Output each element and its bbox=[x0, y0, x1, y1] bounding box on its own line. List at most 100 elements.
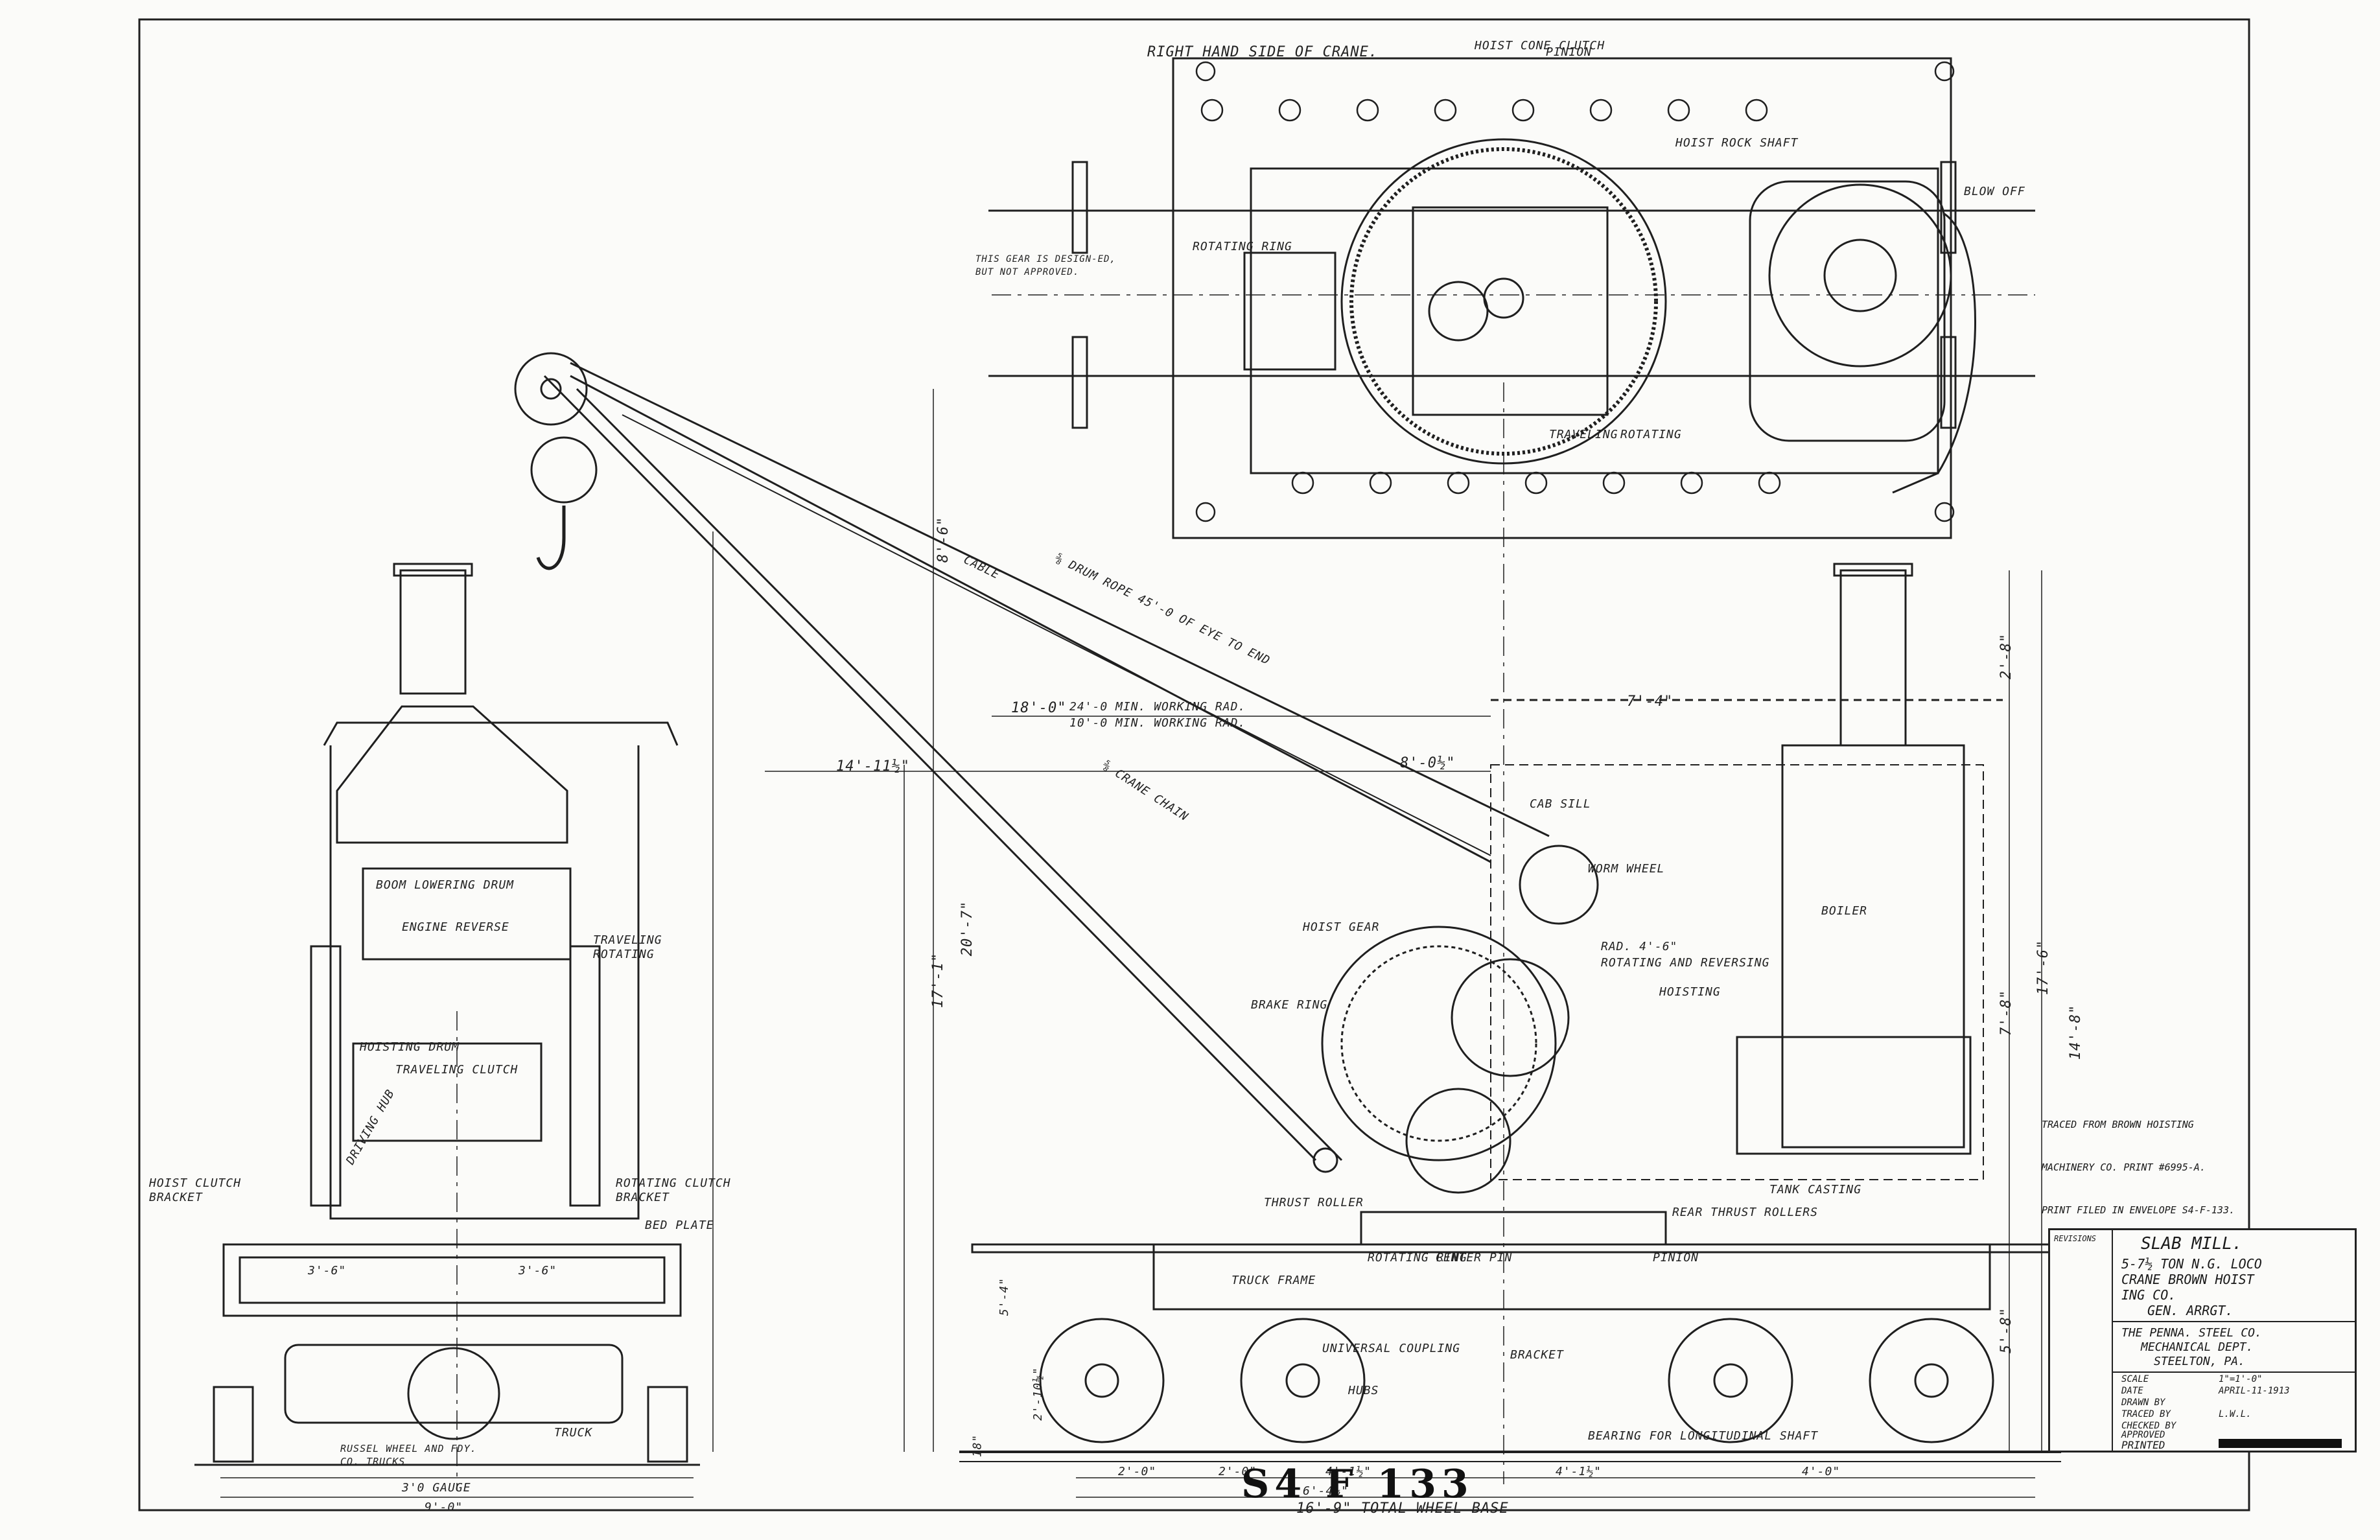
boom-rope bbox=[570, 362, 1550, 837]
boom-rope-2 bbox=[570, 375, 1491, 863]
label-dim-6-4: 6'-4½" bbox=[1303, 1484, 1349, 1498]
label-cab-sill: CAB SILL bbox=[1530, 797, 1591, 811]
plan-boiler-shroud bbox=[1892, 213, 1976, 494]
end-hoisting-drum bbox=[352, 1042, 542, 1142]
printed-key: PRINTED bbox=[2121, 1439, 2165, 1451]
drawing-number: S4 F 133 bbox=[1241, 1462, 1474, 1507]
side-hoist-gear bbox=[1321, 926, 1557, 1161]
date-key: DATE bbox=[2121, 1386, 2143, 1396]
scale-key: SCALE bbox=[2121, 1374, 2149, 1384]
plan-bolt-holes bbox=[1195, 61, 1955, 522]
side-boiler bbox=[1781, 744, 1965, 1149]
end-drum-area bbox=[362, 867, 572, 961]
boom-chain bbox=[622, 414, 1491, 856]
label-dim-17-1: 17'-1" bbox=[930, 952, 947, 1009]
side-worm-wheel bbox=[1519, 845, 1599, 925]
title-block-subtitle-2: CRANE BROWN HOIST bbox=[2121, 1272, 2254, 1287]
label-dim-5-8: 5'-8" bbox=[1998, 1307, 2015, 1354]
label-dim-14-8: 14'-8" bbox=[2068, 1004, 2084, 1060]
label-truck-frame: TRUCK FRAME bbox=[1231, 1274, 1316, 1287]
sheet-border bbox=[138, 18, 2250, 1511]
label-rotating-ring-side: ROTATING RING bbox=[1368, 1251, 1467, 1265]
label-right-hand-side: RIGHT HAND SIDE OF CRANE. bbox=[1147, 44, 1379, 60]
label-dim-4-1b: 4'-1½" bbox=[1556, 1465, 1602, 1478]
label-dim-8-0: 8'-0½" bbox=[1400, 755, 1456, 771]
label-center-pin: CENTER PIN bbox=[1436, 1251, 1513, 1265]
plan-rotating-ring-inner bbox=[1349, 147, 1658, 456]
label-working-rad: 24'-0 MIN. WORKING RAD. bbox=[1069, 700, 1246, 714]
plan-wheel-br bbox=[1940, 336, 1957, 429]
plan-view bbox=[988, 57, 2035, 539]
traced-note-line-2: MACHINERY CO. PRINT #6995-A. bbox=[2042, 1161, 2206, 1173]
traced-note-line-3: PRINT FILED IN ENVELOPE S4-F-133. bbox=[2042, 1204, 2235, 1216]
label-rear-thrust-rollers: REAR THRUST ROLLERS bbox=[1672, 1206, 1818, 1219]
label-blow-off: BLOW OFF bbox=[1964, 185, 2025, 198]
label-dim-7-4: 7'-4" bbox=[1627, 694, 1674, 710]
label-dim-2-0b: 2'-0" bbox=[1219, 1465, 1257, 1478]
label-traveling: TRAVELING bbox=[1549, 428, 1618, 441]
title-block-company-2: MECHANICAL DEPT. bbox=[2141, 1340, 2254, 1354]
label-min-working-rad: 10'-0 MIN. WORKING RAD. bbox=[1069, 716, 1246, 730]
side-wheels bbox=[1039, 1318, 1994, 1443]
label-rad-4-6: RAD. 4'-6" bbox=[1601, 940, 1678, 953]
boom bbox=[514, 352, 1550, 1173]
label-hoist-gear: HOIST GEAR bbox=[1303, 920, 1380, 934]
label-thrust-roller: THRUST ROLLER bbox=[1264, 1196, 1364, 1209]
hook-block bbox=[530, 436, 598, 504]
plan-gear-box bbox=[1412, 206, 1609, 416]
side-hoist-gear-inner bbox=[1340, 945, 1537, 1142]
plan-boiler-stack bbox=[1823, 239, 1897, 312]
end-stack bbox=[399, 569, 467, 695]
plan-wheel-tr bbox=[1940, 161, 1957, 254]
label-pinion-side: PINION bbox=[1653, 1251, 1699, 1265]
end-pedestal-right bbox=[647, 1386, 688, 1463]
label-rotating-reversing: ROTATING AND REVERSING bbox=[1601, 956, 1770, 970]
label-dim-17-6: 17'-6" bbox=[2035, 939, 2052, 996]
plan-wheel-tl bbox=[1071, 161, 1088, 254]
title-block-company-3: STEELTON, PA. bbox=[2154, 1355, 2245, 1368]
end-gear-right bbox=[569, 945, 601, 1207]
side-gear-a bbox=[1451, 958, 1570, 1077]
revisions-label: REVISIONS bbox=[2054, 1234, 2097, 1243]
checked-by-key: CHECKED BY bbox=[2121, 1421, 2176, 1431]
title-block-subtitle-1: 5-7½ TON N.G. LOCO bbox=[2121, 1256, 2262, 1272]
boom-foot bbox=[1312, 1147, 1338, 1173]
label-worm-wheel: WORM WHEEL bbox=[1588, 862, 1665, 876]
label-hoist-clutch-bracket: HOIST CLUTCH BRACKET bbox=[149, 1176, 242, 1204]
label-rotating: ROTATING bbox=[1620, 428, 1682, 441]
side-elevation bbox=[959, 382, 2062, 1484]
label-boom-lowering-drum: BOOM LOWERING DRUM bbox=[376, 878, 515, 892]
traced-by-value: L.W.L. bbox=[2219, 1409, 2252, 1419]
title-block-revision-column: REVISIONS bbox=[2050, 1230, 2113, 1451]
label-total-wheel-base: 16'-9" TOTAL WHEEL BASE bbox=[1296, 1500, 1509, 1517]
traced-note: TRACED FROM BROWN HOISTING MACHINERY CO.… bbox=[2042, 1089, 2235, 1231]
dimension-lines bbox=[220, 389, 2042, 1498]
side-stack bbox=[1839, 569, 1907, 747]
plan-gear-2 bbox=[1483, 277, 1524, 319]
label-dim-2-0a: 2'-0" bbox=[1118, 1465, 1157, 1478]
label-dim-18-0: 18'-0" bbox=[1011, 700, 1067, 716]
end-cab-body bbox=[329, 745, 640, 1220]
label-dim-18: 18" bbox=[970, 1434, 985, 1458]
traced-by-key: TRACED BY bbox=[2121, 1409, 2171, 1419]
end-bed-plate bbox=[222, 1243, 682, 1317]
label-russel-wheel: RUSSEL WHEEL AND FDY. CO. TRUCKS bbox=[340, 1443, 477, 1467]
label-dim-9-0: 9'-0" bbox=[425, 1500, 463, 1514]
label-dim-2-10: 2'-10½" bbox=[1031, 1367, 1045, 1421]
label-brake-ring: BRAKE RING bbox=[1251, 998, 1328, 1012]
label-bearing-line-shaft: BEARING FOR LONGITUDINAL SHAFT bbox=[1588, 1429, 1819, 1443]
label-traveling-rotating: TRAVELING ROTATING bbox=[593, 933, 662, 961]
title-block-company-1: THE PENNA. STEEL CO. bbox=[2121, 1326, 2262, 1340]
label-hoisting-drum: HOISTING DRUM bbox=[360, 1040, 460, 1054]
label-engine-reverse: ENGINE REVERSE bbox=[402, 920, 509, 934]
label-gear-note: THIS GEAR IS DESIGN-ED, BUT NOT APPROVED… bbox=[975, 254, 1116, 277]
date-value: APRIL-11-1913 bbox=[2219, 1386, 2290, 1396]
scale-value: 1"=1'-0" bbox=[2219, 1374, 2263, 1384]
boom-chord-upper bbox=[576, 388, 1343, 1161]
label-dim-4-0: 4'-0" bbox=[1802, 1465, 1841, 1478]
boom-sheave bbox=[514, 352, 588, 426]
end-elevation bbox=[194, 563, 700, 1491]
drawn-by-key: DRAWN BY bbox=[2121, 1397, 2165, 1408]
label-dim-4-1a: 4'-1½" bbox=[1325, 1465, 1372, 1478]
